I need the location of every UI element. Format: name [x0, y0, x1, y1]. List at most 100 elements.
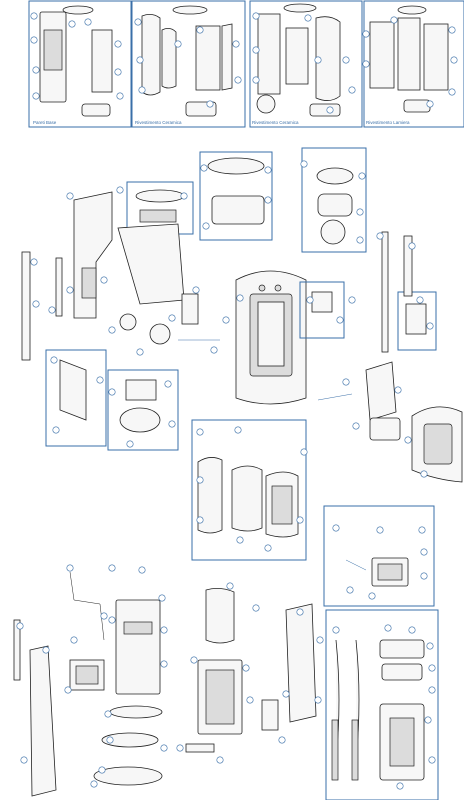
callout-marker — [116, 92, 124, 100]
callout-marker — [300, 160, 308, 168]
callout-marker — [342, 378, 350, 386]
callout-marker — [278, 736, 286, 744]
callout-marker — [202, 222, 210, 230]
callout-marker — [252, 76, 260, 84]
callout-marker — [210, 346, 218, 354]
callout-marker — [252, 12, 260, 20]
callout-marker — [314, 696, 322, 704]
callout-marker — [226, 582, 234, 590]
callout-marker — [282, 690, 290, 698]
callout-marker — [66, 286, 74, 294]
callout-marker — [394, 386, 402, 394]
callout-marker — [68, 20, 76, 28]
callout-marker — [314, 56, 322, 64]
callout-marker — [234, 426, 242, 434]
callout-marker — [114, 40, 122, 48]
callout-marker — [160, 626, 168, 634]
callout-marker — [426, 322, 434, 330]
callout-marker — [346, 586, 354, 594]
callout-marker — [200, 164, 208, 172]
callout-marker — [418, 526, 426, 534]
callout-marker — [332, 626, 340, 634]
callout-marker — [348, 86, 356, 94]
middle-assembly — [21, 147, 463, 561]
callout-marker — [428, 756, 436, 764]
callout-marker — [42, 646, 50, 654]
callout-marker — [196, 476, 204, 484]
top-panel-sheet-metal: Rivestimento Lamiera — [363, 0, 464, 128]
callout-marker — [90, 780, 98, 788]
callout-marker — [408, 242, 416, 250]
top-panel-ceramic: Rivestimento Ceramica — [131, 0, 246, 128]
callout-marker — [362, 60, 370, 68]
callout-marker — [32, 92, 40, 100]
callout-marker — [356, 208, 364, 216]
callout-bubbles — [16, 12, 458, 790]
panel-4-caption: Rivestimento Lamiera — [366, 120, 410, 125]
callout-marker — [216, 756, 224, 764]
panel-1-caption: Pareti Base — [33, 120, 57, 125]
callout-marker — [176, 744, 184, 752]
callout-marker — [404, 436, 412, 444]
callout-marker — [232, 40, 240, 48]
callout-marker — [30, 36, 38, 44]
callout-marker — [174, 40, 182, 48]
callout-marker — [134, 18, 142, 26]
callout-marker — [246, 696, 254, 704]
callout-marker — [50, 356, 58, 364]
callout-marker — [348, 296, 356, 304]
callout-marker — [236, 294, 244, 302]
bottom-assembly — [13, 505, 439, 800]
callout-marker — [136, 56, 144, 64]
callout-marker — [450, 56, 458, 64]
callout-marker — [30, 258, 38, 266]
callout-marker — [114, 68, 122, 76]
callout-marker — [100, 612, 108, 620]
callout-marker — [342, 56, 350, 64]
callout-marker — [108, 616, 116, 624]
callout-marker — [316, 636, 324, 644]
callout-marker — [158, 594, 166, 602]
callout-marker — [252, 604, 260, 612]
callout-marker — [336, 316, 344, 324]
callout-marker — [368, 592, 376, 600]
callout-marker — [98, 766, 106, 774]
callout-marker — [428, 664, 436, 672]
callout-marker — [236, 536, 244, 544]
callout-marker — [138, 566, 146, 574]
callout-marker — [426, 642, 434, 650]
callout-marker — [390, 16, 398, 24]
callout-marker — [296, 608, 304, 616]
callout-marker — [420, 548, 428, 556]
callout-marker — [206, 100, 214, 108]
callout-marker — [242, 664, 250, 672]
callout-marker — [164, 380, 172, 388]
callout-marker — [168, 314, 176, 322]
callout-marker — [64, 686, 72, 694]
callout-marker — [48, 306, 56, 314]
callout-marker — [252, 46, 260, 54]
callout-marker — [264, 196, 272, 204]
callout-marker — [126, 440, 134, 448]
callout-marker — [448, 26, 456, 34]
callout-marker — [180, 192, 188, 200]
callout-marker — [104, 710, 112, 718]
callout-marker — [16, 622, 24, 630]
callout-marker — [32, 66, 40, 74]
panel-2-caption: Rivestimento Ceramica — [135, 120, 182, 125]
callout-marker — [376, 232, 384, 240]
panel-3-caption: Rivestimento Ceramica — [252, 120, 299, 125]
callout-marker — [168, 420, 176, 428]
callout-marker — [408, 626, 416, 634]
callout-marker — [296, 516, 304, 524]
callout-marker — [30, 12, 38, 20]
callout-marker — [190, 656, 198, 664]
callout-marker — [160, 744, 168, 752]
callout-marker — [420, 572, 428, 580]
callout-marker — [352, 422, 360, 430]
callout-marker — [96, 376, 104, 384]
top-panel-ceramic-b: Rivestimento Ceramica — [249, 0, 363, 128]
callout-marker — [326, 106, 334, 114]
callout-marker — [108, 326, 116, 334]
